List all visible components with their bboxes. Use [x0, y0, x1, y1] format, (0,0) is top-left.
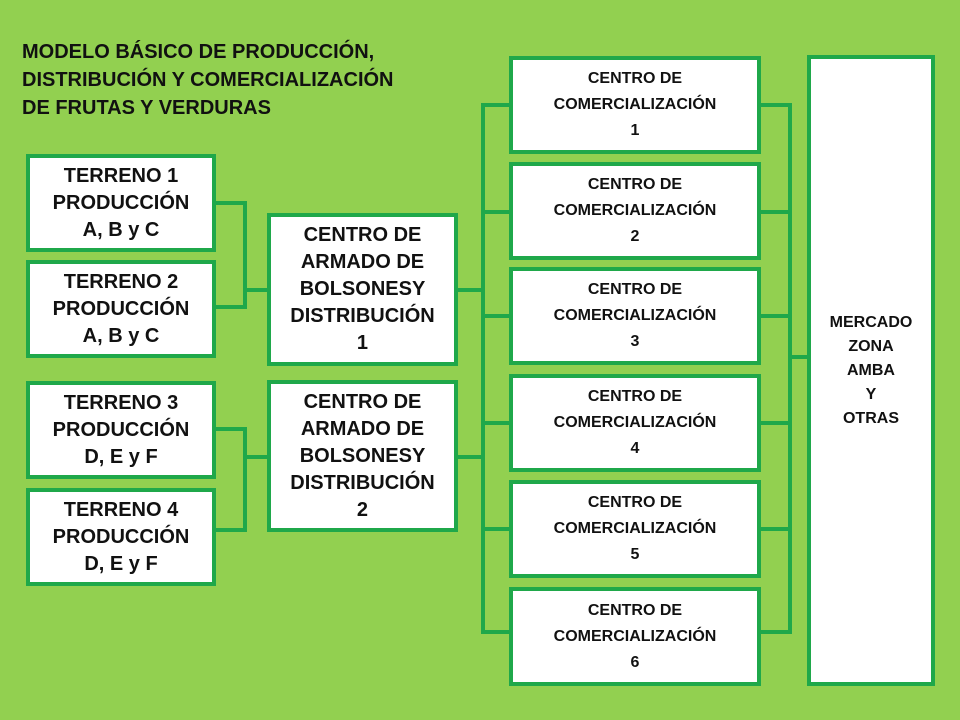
centro-armado-2-box: CENTRO DE ARMADO DE BOLSONESY DISTRIBUCI…: [267, 380, 458, 532]
terreno-3-box: TERRENO 3 PRODUCCIÓN D, E y F: [26, 381, 216, 479]
terreno-2-box: TERRENO 2 PRODUCCIÓN A, B y C: [26, 260, 216, 358]
centro-comercializacion-2-box: CENTRO DE COMERCIALIZACIÓN 2: [509, 162, 761, 260]
mercado-box: MERCADO ZONA AMBA Y OTRAS: [807, 55, 935, 686]
centro-comercializacion-4-box: CENTRO DE COMERCIALIZACIÓN 4: [509, 374, 761, 472]
centro-comercializacion-5-box: CENTRO DE COMERCIALIZACIÓN 5: [509, 480, 761, 578]
centro-comercializacion-3-box: CENTRO DE COMERCIALIZACIÓN 3: [509, 267, 761, 365]
centro-armado-1-box: CENTRO DE ARMADO DE BOLSONESY DISTRIBUCI…: [267, 213, 458, 366]
centro-comercializacion-6-box: CENTRO DE COMERCIALIZACIÓN 6: [509, 587, 761, 686]
terreno-4-box: TERRENO 4 PRODUCCIÓN D, E y F: [26, 488, 216, 586]
diagram-title: MODELO BÁSICO DE PRODUCCIÓN, DISTRIBUCIÓ…: [22, 41, 394, 119]
terreno-1-box: TERRENO 1 PRODUCCIÓN A, B y C: [26, 154, 216, 252]
centro-comercializacion-1-box: CENTRO DE COMERCIALIZACIÓN 1: [509, 56, 761, 154]
